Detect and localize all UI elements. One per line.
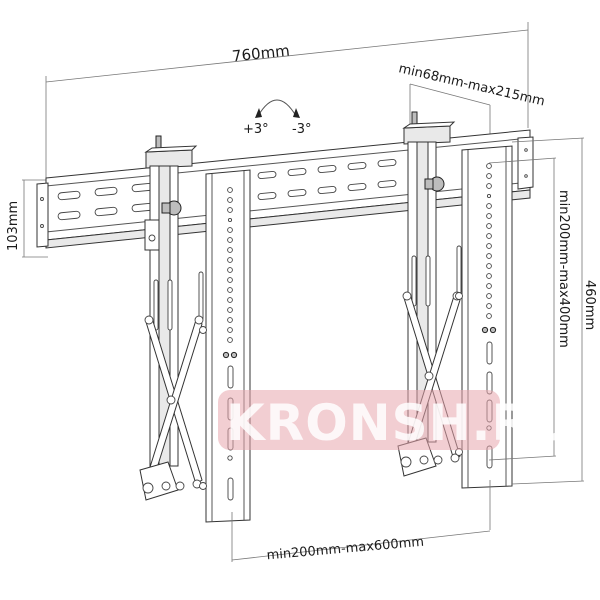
left-clamp [145, 149, 193, 169]
rail-height-label: 103mm [6, 201, 21, 251]
bracket-height-label: 460mm [582, 280, 597, 330]
watermark-text: KRONSH.RU [226, 394, 573, 452]
tilt-negative-label: -3° [292, 122, 311, 137]
dimension-hole-spacing: min200mm-max400mm [488, 157, 571, 461]
left-bracket-holes [222, 187, 238, 501]
tilt-indicator: +3° -3° [243, 99, 311, 137]
bracket-spacing-label: min200mm-max600mm [266, 535, 425, 564]
rail-slots [57, 158, 397, 221]
tilt-arc-icon [257, 99, 297, 117]
left-vertical-bracket [199, 169, 251, 523]
hole-spacing-label: min200mm-max400mm [556, 190, 571, 348]
width-label: 760mm [231, 41, 290, 65]
dimension-bracket-spacing: min200mm-max600mm [231, 480, 491, 564]
tilt-positive-label: +3° [243, 122, 269, 137]
dimension-bracket-height: 460mm [511, 137, 597, 485]
watermark: KRONSH.RU [218, 390, 573, 452]
dimension-overall-width: 760mm [45, 22, 529, 178]
left-bracket-assembly [139, 135, 204, 501]
wall-rail [36, 129, 534, 249]
dimension-rail-height: 103mm [6, 179, 48, 258]
right-clamp [403, 125, 451, 145]
depth-label: min68mm-max215mm [397, 61, 546, 109]
